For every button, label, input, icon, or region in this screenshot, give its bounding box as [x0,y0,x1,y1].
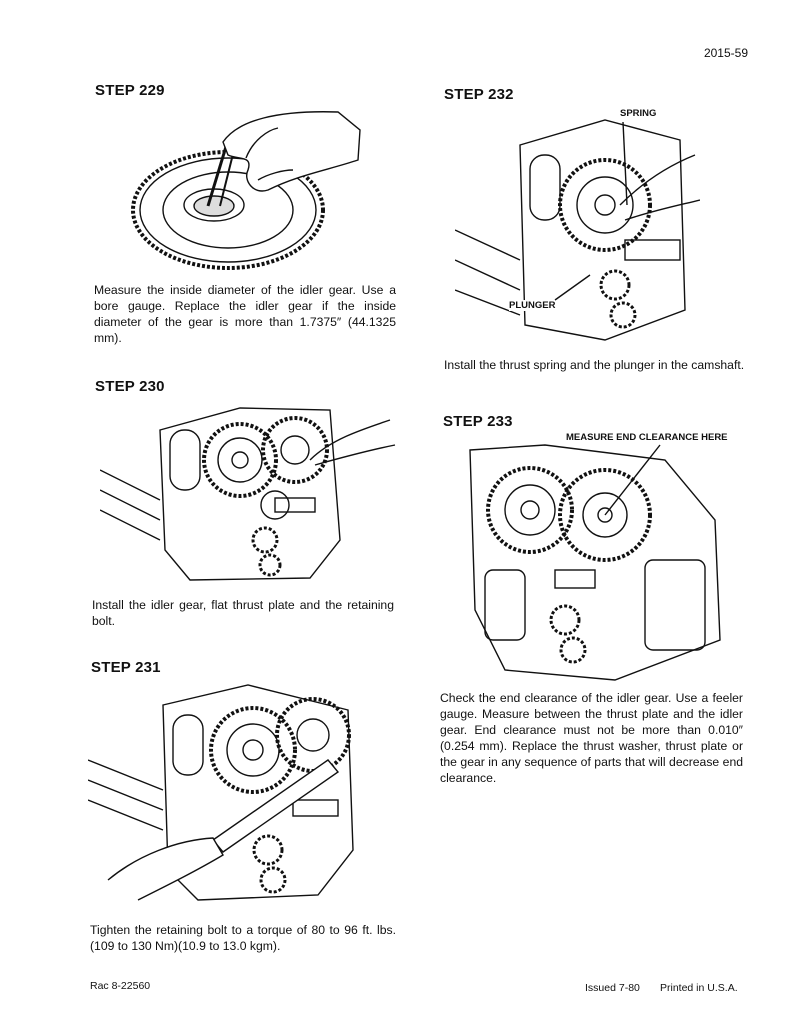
step-231-title: STEP 231 [91,659,161,676]
step-232-title: STEP 232 [444,86,514,103]
footer-printed: Printed in U.S.A. [660,982,738,994]
measure-callout: MEASURE END CLEARANCE HERE [566,432,728,443]
step-233-illustration [465,440,745,685]
footer-issued: Issued 7-80 [585,982,640,994]
step-231-text: Tighten the retaining bolt to a torque o… [90,923,396,953]
plunger-callout: PLUNGER [509,300,556,311]
step-232-text: Install the thrust spring and the plunge… [444,358,745,372]
step-229-title: STEP 229 [95,82,165,99]
spring-callout: SPRING [620,108,657,119]
step-229-text: Measure the inside diameter of the idler… [94,283,396,345]
step-230-illustration [100,400,400,585]
footer-code: Rac 8-22560 [90,980,151,992]
page-number: 2015-59 [703,46,748,60]
step-233-title: STEP 233 [443,413,513,430]
step-233-text: Check the end clearance of the idler gea… [440,691,743,785]
step-231-illustration [88,680,388,905]
step-230-text: Install the idler gear, flat thrust plat… [92,598,394,628]
step-232-illustration [455,110,700,345]
step-230-title: STEP 230 [95,378,165,395]
step-229-illustration [128,100,368,280]
